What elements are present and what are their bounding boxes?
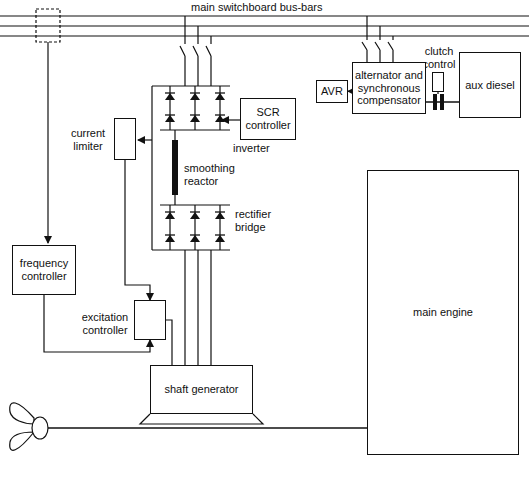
node-text: SCR controller [241, 104, 295, 133]
sense-line [138, 139, 152, 140]
dc-link [151, 86, 152, 250]
avr-box: AVR [316, 80, 348, 103]
diesel-box: aux diesel [459, 52, 521, 118]
node-text: current limiter [65, 127, 111, 152]
controller-box: frequency controller [12, 245, 76, 295]
node-text: AVR [319, 83, 345, 100]
part-label: rectifier bridge [234, 208, 292, 233]
controller-box: excitation controller [134, 300, 166, 340]
alternator-box: alternator and synchronous compensator [352, 62, 426, 114]
node-text: excitation controller [79, 311, 131, 336]
part-label: smoothing reactor [183, 162, 243, 187]
sense-line [47, 42, 48, 243]
rectifier-bridge [152, 205, 230, 250]
engine-box: main engine [367, 170, 519, 455]
node-text: frequency controller [13, 255, 75, 284]
signal-connector [125, 160, 150, 300]
bus-label: main switchboard bus-bars [190, 1, 323, 14]
smoothing-reactor [172, 140, 178, 195]
control-box: clutch control [432, 72, 444, 92]
breaker [180, 16, 211, 86]
node-text: main engine [411, 304, 475, 321]
limiter-box: current limiter [114, 118, 136, 160]
signal-connector [166, 320, 172, 365]
sensing-box [36, 9, 60, 42]
breaker [362, 16, 393, 62]
propeller [10, 403, 48, 450]
bus-bar [0, 16, 529, 36]
node-text: aux diesel [463, 77, 517, 94]
ac-line [185, 250, 211, 365]
node-text: shaft generator [163, 381, 241, 398]
clutch-symbol [433, 94, 444, 110]
control-line [222, 119, 240, 120]
generator-base [140, 414, 263, 424]
generator-box: shaft generator [150, 365, 253, 414]
control-line [437, 92, 438, 94]
part-label: inverter [232, 142, 271, 155]
inverter-bridge [152, 86, 230, 130]
propeller-shaft [46, 427, 367, 429]
node-text: alternator and synchronous compensator [353, 67, 425, 109]
controller-box: SCR controller [240, 98, 296, 140]
